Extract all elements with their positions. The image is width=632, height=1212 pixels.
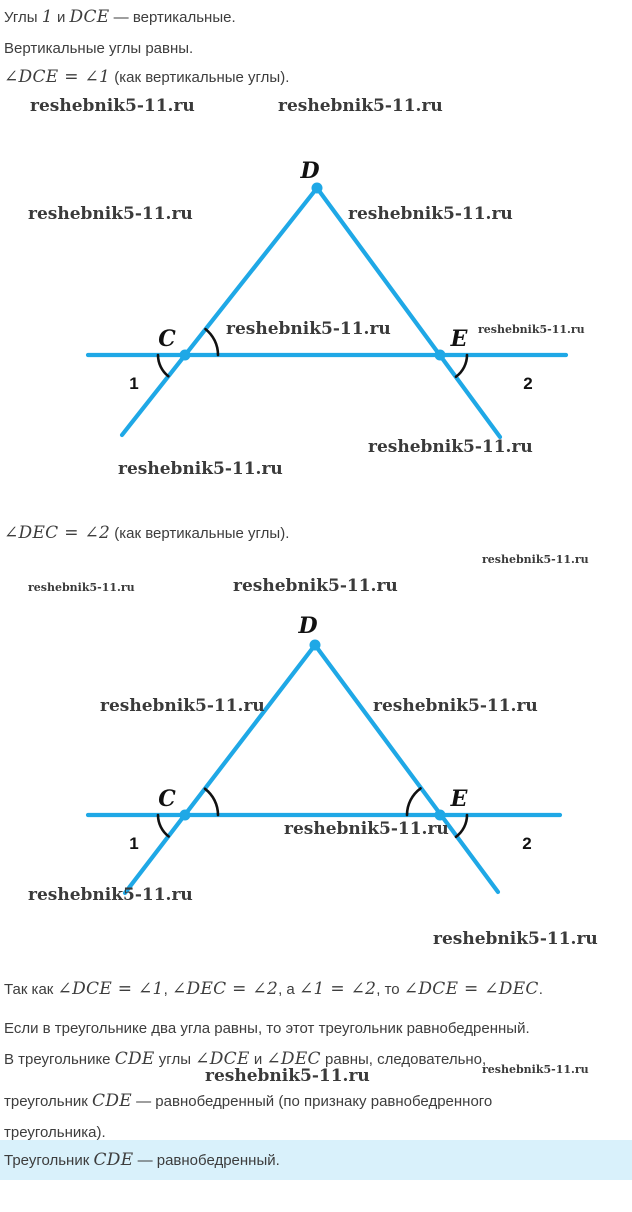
vertex-c-dot <box>179 809 191 821</box>
angle-1-arc <box>156 813 170 838</box>
triangle-cde-reasoning-line-1: В треугольнике CDE углы ∠DCE и ∠DEC равн… <box>4 1048 486 1071</box>
text-segment: и <box>52 9 70 26</box>
text-segment: . <box>538 981 543 998</box>
vertex-e-label: E <box>450 786 469 812</box>
text-segment: Углы <box>4 9 42 26</box>
math-segment: ∠DEC = ∠2 <box>171 979 279 999</box>
side-de-line <box>312 642 501 895</box>
angle-2-arc <box>454 813 469 839</box>
text-segment: , <box>163 981 172 998</box>
text-segment: треугольник <box>4 1093 93 1110</box>
text-segment: треугольника). <box>4 1124 106 1141</box>
math-segment: ∠DCE = ∠1 <box>57 979 164 999</box>
watermark: reshebnik5-11.ru <box>100 696 265 716</box>
vertex-d-label: D <box>297 613 317 639</box>
watermark: reshebnik5-11.ru <box>30 96 195 116</box>
text-segment: В треугольнике <box>4 1051 115 1068</box>
angle-dec-arc <box>405 787 422 817</box>
geometry-figure-2: D C E 1 2 <box>85 613 563 896</box>
angle-dce-arc <box>204 327 220 357</box>
text-segment: , а <box>278 981 299 998</box>
vertex-e-label: E <box>450 326 469 352</box>
text-segment: (как вертикальные углы). <box>110 525 290 542</box>
triangle-cde-reasoning-line-2: треугольник CDE — равнобедренный (по при… <box>4 1090 492 1113</box>
text-segment: равны, следовательно, <box>320 1051 487 1068</box>
text-segment: (как вертикальные углы). <box>110 69 290 86</box>
vertex-d-label: D <box>299 158 319 184</box>
angle-2-label: 2 <box>523 374 532 393</box>
side-dc-line <box>119 185 320 438</box>
angle-2-arc <box>454 353 469 378</box>
math-segment: CDE <box>93 1149 134 1170</box>
watermark: reshebnik5-11.ru <box>373 696 538 716</box>
watermark: reshebnik5-11.ru <box>233 576 398 596</box>
vertex-c-dot <box>179 349 191 361</box>
math-segment: ∠DEC = ∠2 <box>4 523 111 543</box>
watermark: reshebnik5-11.ru <box>284 819 449 839</box>
math-segment: CDE <box>114 1049 155 1069</box>
math-segment: ∠DCE = ∠DEC <box>403 979 539 999</box>
triangle-cde-reasoning-line-3: треугольника). <box>4 1122 106 1144</box>
text-segment: Вертикальные углы равны. <box>4 40 194 57</box>
vertex-d-dot <box>311 182 323 194</box>
watermark: reshebnik5-11.ru <box>226 319 391 339</box>
statement-angles-vertical: Углы 1 и DCE — вертикальные. <box>4 6 236 29</box>
vertex-e-dot <box>434 349 446 361</box>
watermark: reshebnik5-11.ru <box>278 96 443 116</box>
text-segment: Так как <box>4 981 58 998</box>
watermark: reshebnik5-11.ru <box>482 1063 589 1076</box>
angle-1-label: 1 <box>129 374 138 393</box>
final-answer: Треугольник CDE — равнобедренный. <box>4 1149 280 1172</box>
final-answer-highlight: Треугольник CDE — равнобедренный. <box>0 1140 632 1180</box>
vertex-c-label: C <box>158 326 176 352</box>
angle-1-label: 1 <box>129 834 138 853</box>
vertex-d-dot <box>309 639 321 651</box>
watermark: reshebnik5-11.ru <box>433 929 598 949</box>
watermark: reshebnik5-11.ru <box>348 204 513 224</box>
angle-dce-arc <box>203 787 220 817</box>
text-segment: — равнобедренный (по признаку равнобедре… <box>131 1093 493 1110</box>
text-segment: — вертикальные. <box>109 9 236 26</box>
side-de-line <box>314 185 503 440</box>
watermark: reshebnik5-11.ru <box>118 459 283 479</box>
text-segment: Треугольник <box>4 1151 94 1169</box>
equation-dec-equals-2: ∠DEC = ∠2 (как вертикальные углы). <box>4 522 289 545</box>
text-segment: и <box>249 1051 267 1068</box>
text-segment: — равнобедренный. <box>133 1151 280 1169</box>
watermark: reshebnik5-11.ru <box>205 1066 370 1086</box>
geometry-figure-1: D C E 1 2 <box>85 158 569 440</box>
angle-1-arc <box>156 353 170 378</box>
math-segment: CDE <box>92 1091 132 1111</box>
text-segment: углы <box>154 1051 196 1068</box>
math-segment: ∠DEC <box>266 1049 321 1069</box>
vertex-e-dot <box>434 809 446 821</box>
math-segment: ∠DCE = ∠1 <box>4 67 111 87</box>
watermark: reshebnik5-11.ru <box>28 581 135 594</box>
text-segment: , то <box>376 981 404 998</box>
math-segment: ∠DCE <box>195 1049 250 1069</box>
conclusion-angle-equality: Так как ∠DCE = ∠1, ∠DEC = ∠2, а ∠1 = ∠2,… <box>4 978 543 1001</box>
watermark: reshebnik5-11.ru <box>28 204 193 224</box>
vertex-c-label: C <box>158 786 176 812</box>
math-segment: 1 <box>41 7 53 27</box>
statement-vertical-angles-equal: Вертикальные углы равны. <box>4 38 193 60</box>
math-segment: DCE <box>69 7 110 27</box>
watermark: reshebnik5-11.ru <box>478 323 585 336</box>
text-segment: Если в треугольнике два угла равны, то э… <box>4 1020 530 1037</box>
watermark: reshebnik5-11.ru <box>368 437 533 457</box>
math-segment: ∠1 = ∠2 <box>298 979 377 999</box>
watermark: reshebnik5-11.ru <box>482 553 589 566</box>
side-dc-line <box>122 642 318 896</box>
equation-dce-equals-1: ∠DCE = ∠1 (как вертикальные углы). <box>4 66 289 89</box>
watermark: reshebnik5-11.ru <box>28 885 193 905</box>
angle-2-label: 2 <box>522 834 531 853</box>
isosceles-rule: Если в треугольнике два угла равны, то э… <box>4 1018 530 1040</box>
